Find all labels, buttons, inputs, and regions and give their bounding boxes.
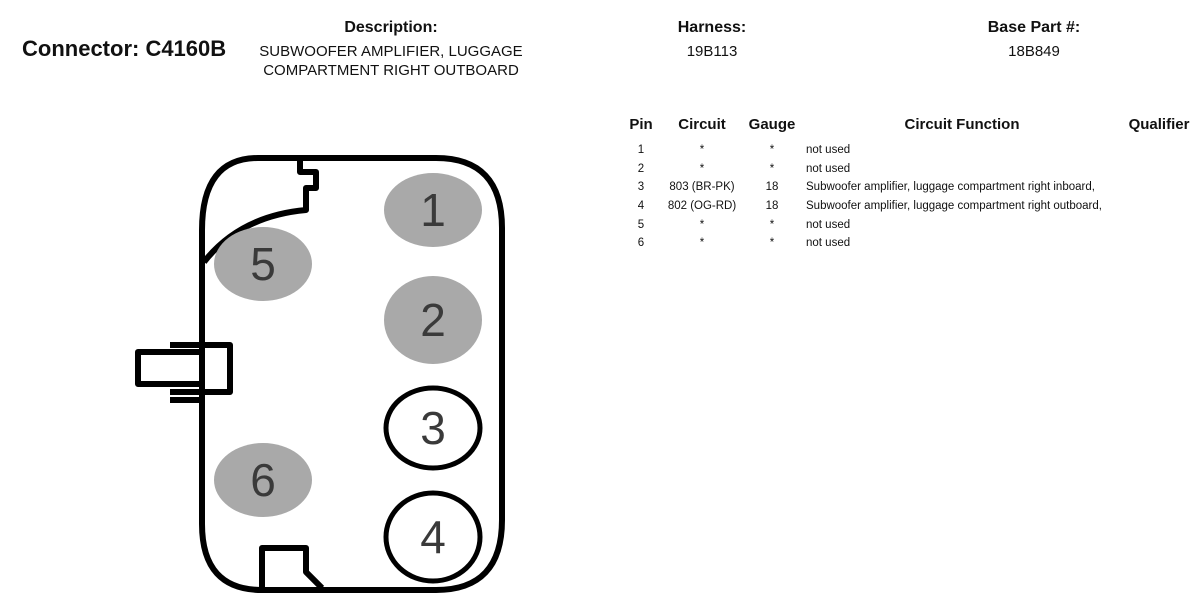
pin-label-6: 6: [250, 454, 276, 506]
table-row: 6 * * not used: [622, 234, 1194, 253]
cell-pin: 3: [637, 181, 645, 194]
table-row: 5 * * not used: [622, 215, 1194, 234]
pin-label-5: 5: [250, 238, 276, 290]
cell-gauge: 18: [765, 181, 779, 194]
cell-circuit-function: Subwoofer amplifier, luggage compartment…: [806, 200, 1102, 213]
connector-title: Connector: C4160B: [22, 36, 227, 61]
header-gauge: Gauge: [748, 116, 796, 133]
cell-circuit-function: Subwoofer amplifier, luggage compartment…: [806, 181, 1095, 194]
header-circuit-function: Circuit Function: [904, 116, 1020, 133]
cell-gauge: 18: [765, 200, 779, 213]
cell-circuit: *: [699, 237, 705, 250]
cell-circuit-function: not used: [806, 162, 851, 175]
connector-face-diagram: 1 2 3 4 5 6: [135, 155, 505, 593]
pin-cavity-3: [383, 385, 483, 471]
table-row: 1 * * not used: [622, 141, 1194, 160]
cell-circuit-function: not used: [806, 237, 851, 250]
pin-label-4: 4: [420, 511, 446, 563]
pin-cavity-5: [214, 227, 312, 301]
header-pin: Pin: [629, 116, 653, 133]
pin-label-2: 2: [420, 294, 446, 346]
harness-value: 19B113: [686, 43, 738, 60]
pin-cavity-6: [214, 443, 312, 517]
table-row: 4 802 (OG-RD) 18 Subwoofer amplifier, lugga…: [622, 197, 1194, 216]
cell-pin: 6: [637, 237, 645, 250]
cell-qualifier: [1124, 141, 1194, 160]
cell-circuit: 802 (OG-RD): [667, 200, 737, 213]
cell-circuit: *: [699, 218, 705, 231]
cell-circuit-function: not used: [806, 218, 851, 231]
pin-cavity-1: [384, 173, 482, 247]
cell-qualifier: [1124, 160, 1194, 179]
description-value: SUBWOOFER AMPLIFIER, LUGGAGE COMPARTMENT…: [240, 42, 542, 80]
pinout-table-header: Pin Circuit Gauge Circuit Function Quali…: [622, 116, 1194, 141]
description-line-2: COMPARTMENT RIGHT OUTBOARD: [263, 62, 519, 79]
cell-gauge: *: [769, 218, 775, 231]
cell-pin: 4: [637, 200, 645, 213]
base-part-value: 18B849: [1008, 43, 1060, 60]
cell-gauge: *: [769, 162, 775, 175]
description-label: Description:: [344, 19, 438, 36]
cell-circuit: 803 (BR-PK): [669, 181, 735, 194]
harness-label: Harness:: [677, 19, 747, 36]
table-row: 3 803 (BR-PK) 18 Subwoofer amplifier, lugga…: [622, 178, 1194, 197]
pin-cavity-4: [383, 490, 483, 584]
description-line-1: SUBWOOFER AMPLIFIER, LUGGAGE: [259, 43, 523, 60]
pin-cavity-2: [384, 276, 482, 364]
cell-qualifier: [1124, 178, 1194, 197]
cell-circuit-function: not used: [806, 144, 851, 157]
base-part-label: Base Part #:: [987, 19, 1081, 36]
cell-circuit: *: [699, 144, 705, 157]
cell-pin: 2: [637, 162, 645, 175]
cell-pin: 1: [637, 144, 645, 157]
table-row: 2 * * not used: [622, 160, 1194, 179]
header-circuit: Circuit: [678, 116, 726, 133]
cell-gauge: *: [769, 237, 775, 250]
pin-label-3: 3: [420, 402, 446, 454]
header-qualifier: Qualifier: [1128, 116, 1190, 133]
cell-circuit: *: [699, 162, 705, 175]
connector-housing: [135, 155, 505, 593]
cell-qualifier: [1124, 234, 1194, 253]
pinout-table: Pin Circuit Gauge Circuit Function Quali…: [622, 116, 1194, 253]
cell-pin: 5: [637, 218, 645, 231]
cell-gauge: *: [769, 144, 775, 157]
cell-qualifier: [1124, 215, 1194, 234]
pin-cavities: 1 2 3 4 5 6: [214, 173, 483, 584]
cell-qualifier: [1124, 197, 1194, 216]
pin-label-1: 1: [420, 184, 446, 236]
